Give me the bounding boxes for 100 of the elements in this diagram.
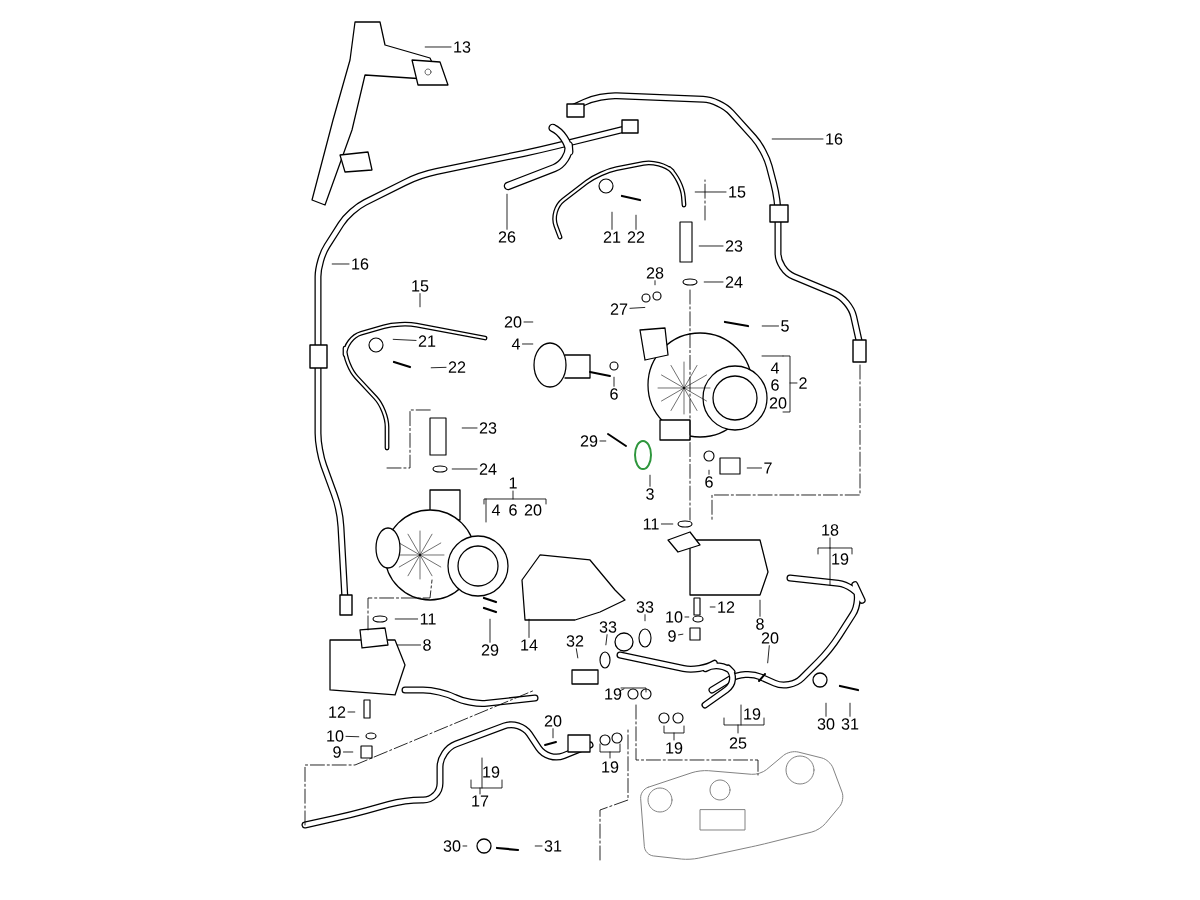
leader-line [761, 325, 779, 327]
leader-line [419, 293, 421, 308]
callout-number: 17 [472, 795, 489, 807]
callout-number: 26 [498, 231, 516, 243]
callout-number: 21 [418, 335, 436, 347]
leader-line [746, 467, 762, 469]
callout-number: 20 [761, 632, 779, 644]
callout-number: 19 [605, 688, 622, 700]
leader-line [489, 618, 491, 643]
callout-number: 31 [544, 840, 562, 852]
callout-number: 13 [454, 41, 471, 53]
leader-line [522, 343, 534, 345]
callout-number: 9 [668, 630, 676, 642]
callout-number: 33 [636, 601, 654, 613]
callout-number: 29 [481, 644, 499, 656]
leader-line [684, 616, 690, 618]
leader-line [694, 191, 727, 193]
leader-line [430, 366, 447, 369]
callout-number: 27 [610, 303, 628, 315]
callout-number: 19 [832, 553, 849, 565]
leader-line [660, 523, 674, 525]
callout-number: 8 [756, 618, 764, 630]
leader-line [394, 618, 419, 620]
callout-number: 31 [841, 718, 859, 730]
leader-line [629, 307, 646, 309]
callout-number: 15 [729, 186, 746, 198]
callout-number: 19 [483, 766, 500, 778]
leader-line [649, 474, 651, 487]
callout-number: 11 [420, 613, 436, 625]
callout-number: 29 [580, 435, 598, 447]
callout-number: 9 [333, 746, 341, 758]
callout-number: 14 [521, 639, 538, 651]
callout-number: 20 [769, 397, 787, 409]
leader-line [611, 211, 613, 230]
leader-line [708, 469, 710, 475]
leader-line [759, 599, 761, 617]
callout-number: 23 [725, 240, 743, 252]
leader-line [767, 645, 770, 664]
callout-number: 6 [771, 379, 779, 391]
callout-number: 6 [509, 504, 517, 516]
callout-number: 20 [524, 504, 542, 516]
callout-number: 1 [509, 477, 517, 489]
callout-number: 8 [423, 639, 431, 651]
callout-number: 22 [448, 361, 466, 373]
leader-line [771, 138, 824, 140]
leader-line [523, 321, 534, 323]
leader-line [392, 338, 417, 341]
callout-number: 6 [705, 476, 713, 488]
callout-number: 33 [599, 621, 617, 633]
callout-number: 19 [602, 761, 619, 773]
leader-line [462, 845, 468, 847]
callout-number: 10 [327, 730, 344, 742]
leader-line [825, 702, 827, 717]
leader-line [605, 634, 608, 646]
callout-number: 25 [729, 737, 747, 749]
callout-number: 21 [603, 231, 621, 243]
leader-line [575, 648, 579, 659]
callout-number: 19 [744, 708, 761, 720]
callout-number: 2 [799, 377, 807, 389]
callout-number: 15 [412, 280, 429, 292]
leader-line [461, 427, 478, 429]
callout-number: 24 [479, 463, 497, 475]
callout-number: 4 [770, 362, 779, 374]
callout-number: 5 [781, 320, 789, 332]
callout-number: 6 [610, 388, 618, 400]
callout-number: 4 [491, 504, 500, 516]
callout-number: 20 [544, 715, 562, 727]
leader-line [506, 193, 508, 230]
leader-line [654, 280, 656, 286]
leader-line [534, 845, 543, 847]
callout-number: 4 [511, 338, 520, 350]
leader-line [552, 728, 554, 739]
callout-number: 3 [646, 488, 654, 500]
leader-line [703, 281, 724, 283]
leader-line [613, 376, 615, 387]
callout-number: 30 [817, 718, 835, 730]
callout-number: 11 [643, 518, 659, 530]
callout-number: 12 [329, 706, 346, 718]
callout-number: 20 [504, 316, 522, 328]
callout-number: 28 [646, 267, 664, 279]
callout-number: 32 [566, 635, 584, 647]
leader-line [619, 688, 625, 692]
callout-number: 10 [666, 611, 683, 623]
leader-line [678, 633, 684, 636]
leader-line [528, 618, 530, 638]
leader-line [635, 214, 637, 230]
leader-line [396, 644, 421, 646]
callout-number: 23 [479, 422, 497, 434]
leader-line [644, 614, 646, 622]
leader-line [343, 751, 354, 753]
leader-line [331, 263, 350, 265]
leader-line [424, 46, 452, 48]
leader-line [698, 245, 724, 247]
callout-number: 18 [822, 524, 839, 536]
leader-line [347, 711, 356, 713]
callout-number: 16 [352, 258, 369, 270]
callout-number: 12 [718, 601, 735, 613]
leader-line [599, 440, 607, 442]
leader-line [849, 702, 851, 717]
callout-number: 30 [443, 840, 461, 852]
